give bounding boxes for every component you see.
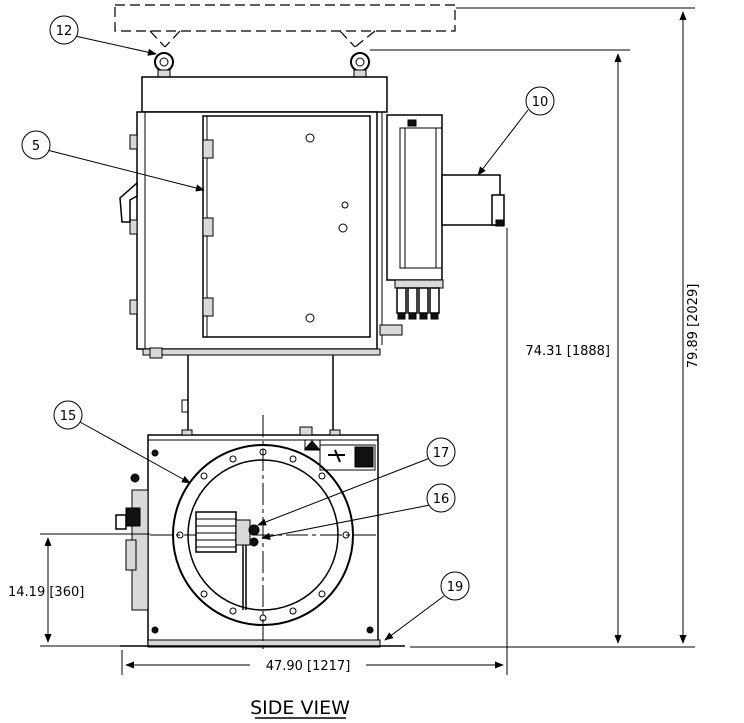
handle-lever [119, 181, 138, 223]
dim-center-height: 14.19 [360] [8, 533, 150, 647]
heater-element [195, 511, 260, 610]
connector-block [394, 279, 444, 320]
balloon-10: 10 [477, 86, 555, 176]
view-title-text: SIDE VIEW [250, 697, 350, 719]
balloon-5: 5 [21, 130, 205, 192]
connecting-pipes [181, 355, 334, 435]
warning-label [303, 439, 376, 471]
balloon-17-label: 17 [433, 446, 450, 461]
heat-exchanger [386, 114, 444, 320]
balloon-19-label: 19 [447, 580, 464, 595]
upper-cabinet [136, 76, 388, 359]
duct-outlet [441, 174, 505, 227]
eyebolt-right [350, 52, 370, 79]
lifting-frame-phantom [114, 4, 456, 48]
balloon-19: 19 [384, 571, 470, 641]
dim-overall-height-text: 79.89 [2029] [686, 284, 701, 369]
balloon-5-label: 5 [32, 139, 40, 154]
view-title: SIDE VIEW [250, 697, 350, 719]
balloon-15-label: 15 [60, 409, 77, 424]
balloon-12-label: 12 [56, 24, 73, 39]
balloon-17: 17 [257, 437, 456, 526]
balloon-16: 16 [261, 483, 456, 540]
balloon-12: 12 [49, 15, 157, 56]
dim-overall-width: 47.90 [1217] [121, 228, 508, 675]
dim-center-height-text: 14.19 [360] [8, 585, 84, 600]
base-left-equipment [115, 449, 374, 634]
dim-overall-width-text: 47.90 [1217] [266, 659, 351, 674]
eyebolt-left [154, 52, 174, 79]
balloon-16-label: 16 [433, 492, 450, 507]
door-bolts [305, 133, 349, 323]
dim-overall-height: 79.89 [2029] [410, 7, 701, 648]
dim-cabinet-height-text: 74.31 [1888] [525, 344, 610, 359]
balloon-10-label: 10 [532, 95, 549, 110]
flange-bolts [176, 448, 350, 622]
balloon-15: 15 [53, 400, 191, 484]
door-hinges [129, 134, 214, 317]
dim-cabinet-height: 74.31 [1888] [370, 49, 630, 644]
cabinet-side-panel [376, 112, 403, 345]
